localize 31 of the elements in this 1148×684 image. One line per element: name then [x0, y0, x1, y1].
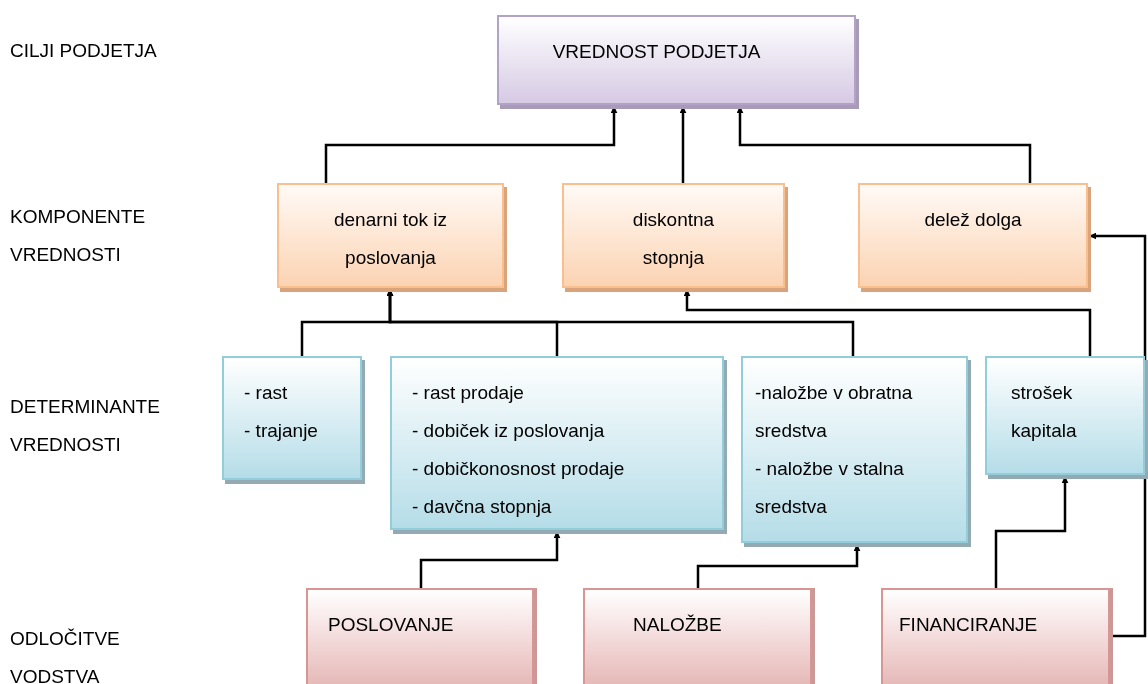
- diagram-box: [306, 588, 534, 684]
- box-text: strošek kapitala: [1011, 381, 1078, 443]
- connector-arrow: [679, 106, 687, 183]
- box-text: - naložbe v stalna sredstva: [755, 457, 905, 519]
- diagram-box: [583, 588, 812, 684]
- level-label: KOMPONENTE VREDNOSTI: [10, 205, 147, 267]
- box-text: - dobičkonosnost prodaje: [412, 457, 626, 481]
- box-text: - rast: [244, 381, 289, 405]
- connector-arrow: [419, 531, 561, 588]
- connector-arrow: [736, 106, 1032, 183]
- diagram-box: [881, 588, 1110, 684]
- box-text: - dobiček iz poslovanja: [412, 419, 606, 443]
- connector-arrow: [324, 106, 618, 183]
- connector-arrow: [683, 289, 1092, 356]
- connector-arrow: [386, 289, 855, 356]
- level-label: CILJI PODJETJA: [10, 39, 158, 63]
- box-text: -naložbe v obratna sredstva: [755, 381, 914, 443]
- connector-arrow: [696, 544, 861, 588]
- box-text: VREDNOST PODJETJA: [551, 40, 762, 64]
- level-label: ODLOČITVE VODSTVA: [10, 627, 121, 684]
- box-text: - trajanje: [244, 419, 319, 443]
- box-text: - davčna stopnja: [412, 495, 553, 519]
- box-text: diskontna stopnja: [631, 208, 716, 270]
- level-label: DETERMINANTE VREDNOSTI: [10, 395, 161, 457]
- box-text: FINANCIRANJE: [899, 613, 1039, 637]
- connector-arrow: [994, 476, 1069, 588]
- box-text: POSLOVANJE: [328, 613, 455, 637]
- box-text: denarni tok iz poslovanja: [333, 208, 448, 270]
- box-text: delež dolga: [923, 208, 1023, 232]
- box-text: NALOŽBE: [633, 613, 723, 637]
- box-text: - rast prodaje: [412, 381, 525, 405]
